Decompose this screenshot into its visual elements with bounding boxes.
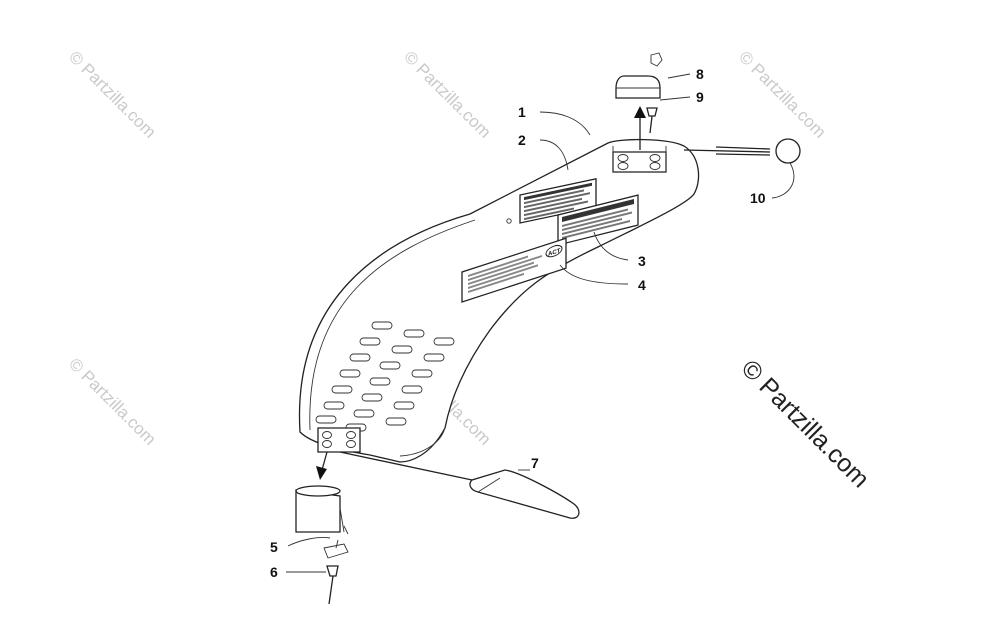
callout-7: 7 xyxy=(531,455,539,471)
part-8-hinge-cap xyxy=(615,75,661,99)
watermark: © Partzilla.com xyxy=(65,354,159,448)
callout-5: 5 xyxy=(270,539,278,555)
arrow-down xyxy=(316,451,328,480)
watermark: © Partzilla.com xyxy=(400,47,494,141)
part-9-clip xyxy=(646,52,663,134)
callout-4: 4 xyxy=(638,277,646,293)
decal-2 xyxy=(519,178,597,224)
decal-4: ACT xyxy=(461,237,567,303)
part-7-pin xyxy=(469,469,580,519)
part-6-rivet xyxy=(323,539,349,605)
callout-2: 2 xyxy=(518,132,526,148)
callout-8: 8 xyxy=(696,66,704,82)
callouts: 1 2 3 4 5 6 7 8 9 10 xyxy=(270,66,766,580)
callout-6: 6 xyxy=(270,564,278,580)
watermark-large: © Partzilla.com xyxy=(736,354,875,493)
decal-logo: ACT xyxy=(548,247,561,258)
mud-flap-outline xyxy=(298,138,700,463)
watermark: © Partzilla.com xyxy=(735,47,829,141)
callout-9: 9 xyxy=(696,89,704,105)
part-10-pin xyxy=(683,138,801,164)
mud-flap-body xyxy=(298,138,700,463)
callout-3: 3 xyxy=(638,253,646,269)
top-hinge-bracket xyxy=(612,146,667,173)
bottom-hinge-bracket xyxy=(317,427,473,481)
arrow-up xyxy=(634,106,646,150)
dimple xyxy=(506,218,512,224)
watermark: © Partzilla.com xyxy=(65,47,159,141)
leader-lines xyxy=(286,73,795,573)
flange-edge xyxy=(309,219,476,431)
callout-1: 1 xyxy=(518,104,526,120)
vent-slots xyxy=(315,321,455,432)
callout-10: 10 xyxy=(750,190,766,206)
flange-edge xyxy=(399,427,446,457)
part-5-hinge xyxy=(295,485,349,535)
decal-3 xyxy=(557,194,639,246)
